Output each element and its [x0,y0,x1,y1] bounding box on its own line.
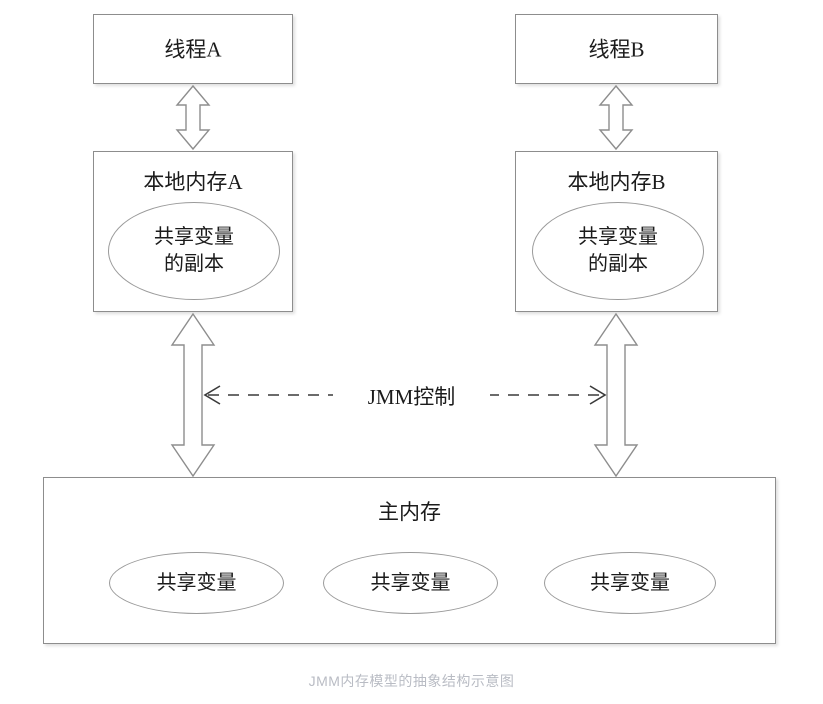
local-memory-a-box: 本地内存A 共享变量 的副本 [93,151,293,312]
local-memory-b-label: 本地内存B [567,170,666,194]
shared-variable-label-2: 共享变量 [370,571,451,594]
shared-variable-ellipse-1: 共享变量 [109,552,284,614]
main-memory-box: 主内存 共享变量 共享变量 共享变量 [43,477,776,644]
shared-variable-copy-a-label: 共享变量 的副本 [154,226,234,275]
thread-b-label: 线程B [588,37,645,62]
shared-variable-copy-b-ellipse: 共享变量 的副本 [532,202,704,300]
thread-a-box: 线程A [93,14,293,84]
shared-variable-copy-a-ellipse: 共享变量 的副本 [108,202,280,300]
arrow-local-b-to-main-memory [589,312,643,478]
arrow-thread-b-to-local-b [593,84,639,151]
arrow-thread-a-to-local-a [170,84,216,151]
local-memory-a-label: 本地内存A [143,170,243,194]
local-memory-b-box: 本地内存B 共享变量 的副本 [515,151,718,312]
thread-b-box: 线程B [515,14,718,84]
jmm-control-arrow [200,380,610,410]
diagram-caption: JMM内存模型的抽象结构示意图 [308,673,515,689]
main-memory-label: 主内存 [378,500,441,524]
jmm-control-label: JMM控制 [333,381,490,411]
arrow-local-a-to-main-memory [166,312,220,478]
shared-variable-label-3: 共享变量 [590,571,670,594]
shared-variable-ellipse-3: 共享变量 [544,552,716,614]
shared-variable-ellipse-2: 共享变量 [323,552,498,614]
shared-variable-label-1: 共享变量 [156,571,237,594]
shared-variable-copy-b-label: 共享变量 的副本 [578,226,658,275]
thread-a-label: 线程A [164,37,222,62]
